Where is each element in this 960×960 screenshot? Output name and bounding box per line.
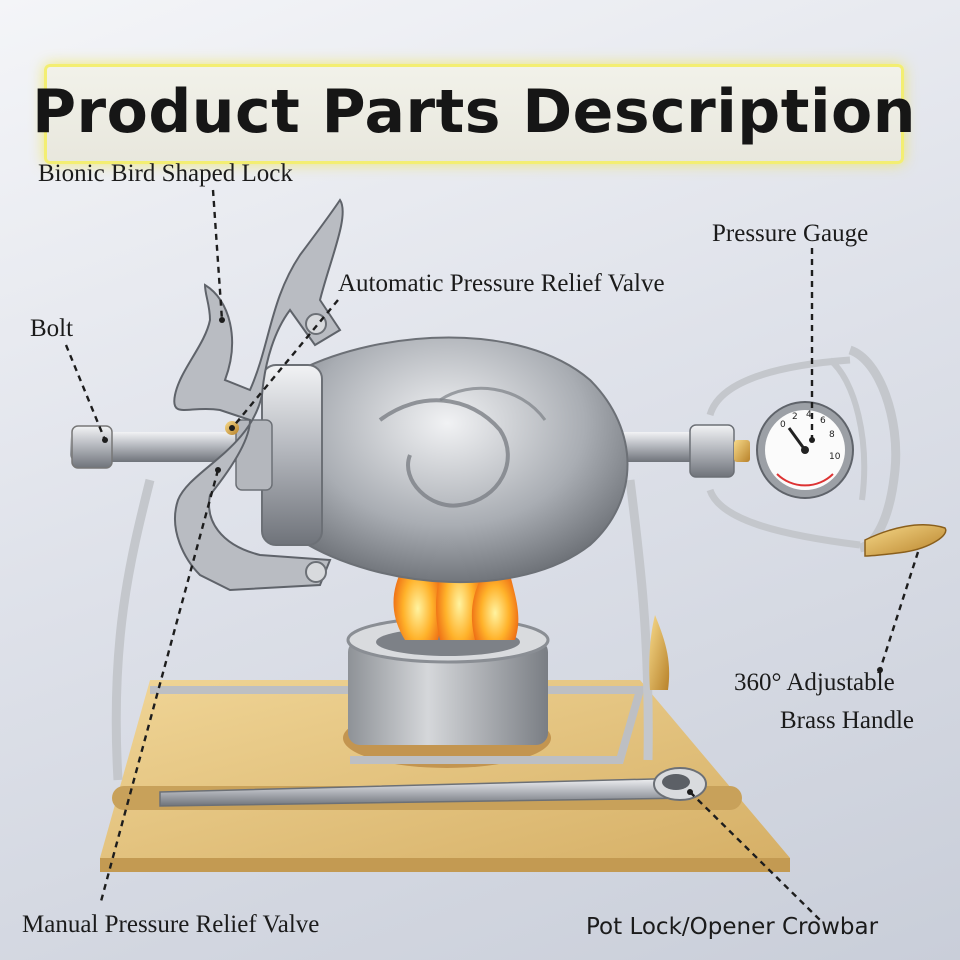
label-manual-valve: Manual Pressure Relief Valve — [22, 911, 320, 938]
page-title: Product Parts Description — [32, 77, 916, 147]
label-bird-lock: Bionic Bird Shaped Lock — [38, 160, 293, 187]
stand-frame — [111, 478, 653, 781]
gauge-tick: 2 — [792, 412, 798, 422]
leader-manual-valve — [98, 469, 220, 906]
leader-brass-handle — [878, 551, 920, 671]
gauge-assembly — [689, 345, 901, 553]
label-crowbar: Pot Lock/Opener Crowbar — [586, 914, 879, 940]
leader-auto-valve — [231, 299, 339, 429]
leader-lines — [64, 189, 920, 921]
bolt-end — [71, 425, 113, 469]
leader-crowbar — [689, 791, 821, 921]
gauge-tick: 0 — [780, 420, 786, 430]
label-brass-handle-line2: Brass Handle — [780, 707, 914, 734]
pressure-pot — [225, 336, 629, 584]
brass-handle — [864, 524, 947, 557]
gauge-tick: 6 — [820, 416, 826, 426]
title-highlight — [44, 64, 904, 164]
label-brass-handle-line1: 360° Adjustable — [734, 669, 895, 696]
label-bolt: Bolt — [30, 315, 74, 342]
label-pressure-gauge: Pressure Gauge — [712, 220, 869, 247]
gauge-tick: 4 — [806, 410, 812, 420]
label-auto-valve: Automatic Pressure Relief Valve — [338, 270, 665, 297]
brass-post — [649, 615, 670, 690]
leader-dots — [102, 317, 883, 795]
gauge-tick: 10 — [829, 452, 841, 462]
gauge-tick: 8 — [829, 430, 835, 440]
